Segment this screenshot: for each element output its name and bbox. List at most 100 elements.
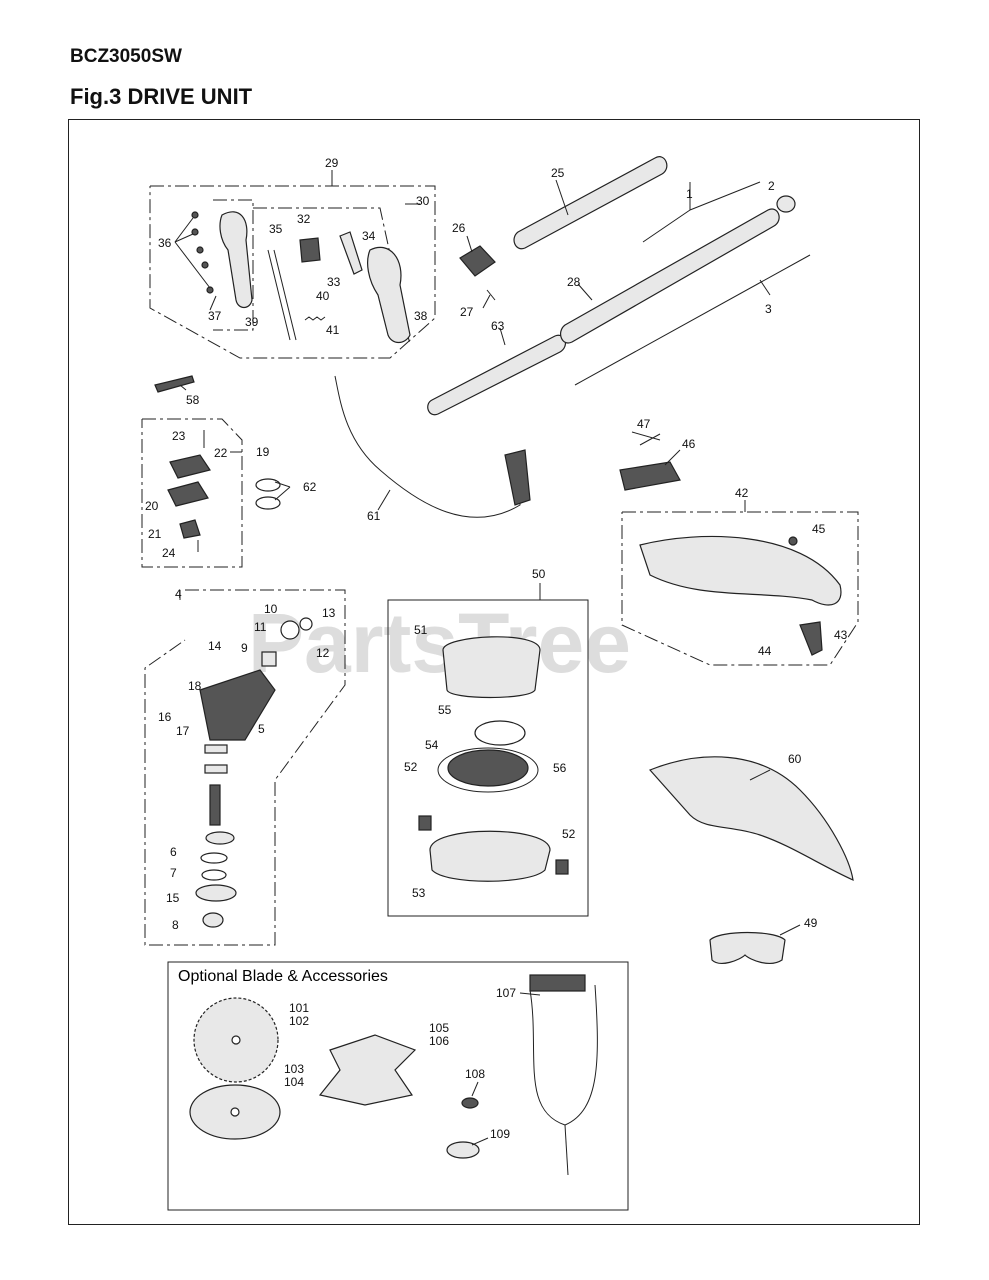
callout-21: 21 — [148, 527, 162, 541]
callout-43: 43 — [834, 628, 848, 642]
guard-60 — [648, 756, 854, 882]
callout-30: 30 — [416, 194, 430, 208]
guard-group-outline — [621, 511, 859, 666]
callout-52b: 52 — [562, 827, 576, 841]
loop-handle-61 — [334, 375, 521, 518]
callout-8: 8 — [172, 918, 179, 932]
callout-56: 56 — [553, 761, 567, 775]
callout-14: 14 — [208, 639, 222, 653]
callout-13: 13 — [322, 606, 336, 620]
washer-2 — [776, 195, 796, 213]
callout-18: 18 — [188, 679, 202, 693]
callout-106: 106 — [429, 1034, 449, 1048]
spindle — [209, 784, 221, 826]
optional-box-title: Optional Blade & Accessories — [178, 968, 388, 985]
callout-58: 58 — [186, 393, 200, 407]
callout-7: 7 — [170, 866, 177, 880]
callout-10: 10 — [264, 602, 278, 616]
callout-102: 102 — [289, 1014, 309, 1028]
bracket-43 — [799, 621, 823, 656]
spool-54 — [447, 749, 529, 787]
handle-subgroup-outline — [213, 199, 254, 331]
callout-27: 27 — [460, 305, 474, 319]
callout-63: 63 — [491, 319, 505, 333]
spring-55 — [474, 720, 526, 746]
callout-109: 109 — [490, 1127, 510, 1141]
callout-42: 42 — [735, 486, 749, 500]
callout-2: 2 — [768, 179, 775, 193]
holder-15 — [195, 884, 237, 902]
callout-12: 12 — [316, 646, 330, 660]
callout-62: 62 — [303, 480, 317, 494]
callout-1: 1 — [686, 187, 693, 201]
handle-half-left — [219, 211, 253, 309]
callout-51: 51 — [414, 623, 428, 637]
callout-11: 11 — [254, 620, 267, 634]
figure-title: Fig.3 DRIVE UNIT — [70, 84, 253, 109]
four-tooth-blade-105 — [318, 1034, 417, 1106]
handle-group-outline — [149, 185, 436, 359]
callout-34: 34 — [362, 229, 376, 243]
callout-50: 50 — [532, 567, 546, 581]
gearcase-group-outline — [144, 589, 346, 946]
callout-45: 45 — [812, 522, 826, 536]
drive-shaft-3 — [574, 254, 811, 386]
holder-109 — [446, 1141, 480, 1159]
callout-17: 17 — [176, 724, 190, 738]
callout-41: 41 — [326, 323, 340, 337]
callout-3: 3 — [765, 302, 772, 316]
callout-54: 54 — [425, 738, 439, 752]
model-number: BCZ3050SW — [70, 46, 182, 67]
callout-107: 107 — [496, 986, 516, 1000]
spring-41 — [304, 316, 326, 321]
callout-36: 36 — [158, 236, 172, 250]
callout-19: 19 — [256, 445, 270, 459]
harness-strap-107 — [529, 984, 598, 1126]
callout-6: 6 — [170, 845, 177, 859]
cover-51 — [442, 636, 541, 699]
main-shaft-tube-1 — [560, 208, 780, 344]
gear-case-5 — [199, 669, 276, 741]
callout-44: 44 — [758, 644, 772, 658]
callout-4: 4 — [175, 587, 182, 601]
nut-8 — [202, 912, 224, 928]
clamp-21 — [179, 519, 201, 539]
lower-tube-63 — [427, 334, 567, 416]
callout-61: 61 — [367, 509, 381, 523]
bracket-46 — [619, 461, 681, 491]
callout-29: 29 — [325, 156, 339, 170]
callout-labels: 29 30 32 35 34 36 33 40 37 39 38 41 25 1… — [145, 156, 848, 1141]
callout-28: 28 — [567, 275, 581, 289]
callout-104: 104 — [284, 1075, 304, 1089]
watermark-text: PartsTree — [248, 596, 631, 690]
callout-105: 105 — [429, 1021, 449, 1035]
callout-53: 53 — [412, 886, 426, 900]
loop-grip — [504, 449, 531, 506]
callout-47: 47 — [637, 417, 651, 431]
goggles-49 — [709, 931, 786, 964]
callout-49: 49 — [804, 916, 818, 930]
diagram-frame — [68, 119, 920, 1225]
housing-53 — [429, 830, 551, 882]
clamp-22 — [169, 454, 211, 479]
throttle-trigger — [299, 237, 321, 263]
callout-26: 26 — [452, 221, 466, 235]
upper-tube-25 — [513, 156, 668, 250]
callout-20: 20 — [145, 499, 159, 513]
callout-32: 32 — [297, 212, 311, 226]
trimmer-head-group-outline — [387, 599, 589, 917]
callout-25: 25 — [551, 166, 565, 180]
callout-55: 55 — [438, 703, 452, 717]
callout-16: 16 — [158, 710, 172, 724]
callout-24: 24 — [162, 546, 176, 560]
clamp-group-outline — [141, 418, 243, 568]
trigger-lever — [339, 231, 363, 275]
optional-accessories-box — [167, 961, 629, 1211]
washer-108 — [461, 1097, 479, 1109]
callout-103: 103 — [284, 1062, 304, 1076]
clamp-20 — [167, 481, 209, 507]
callout-39: 39 — [245, 315, 259, 329]
clamp-26 — [459, 245, 496, 277]
callout-37: 37 — [208, 309, 222, 323]
